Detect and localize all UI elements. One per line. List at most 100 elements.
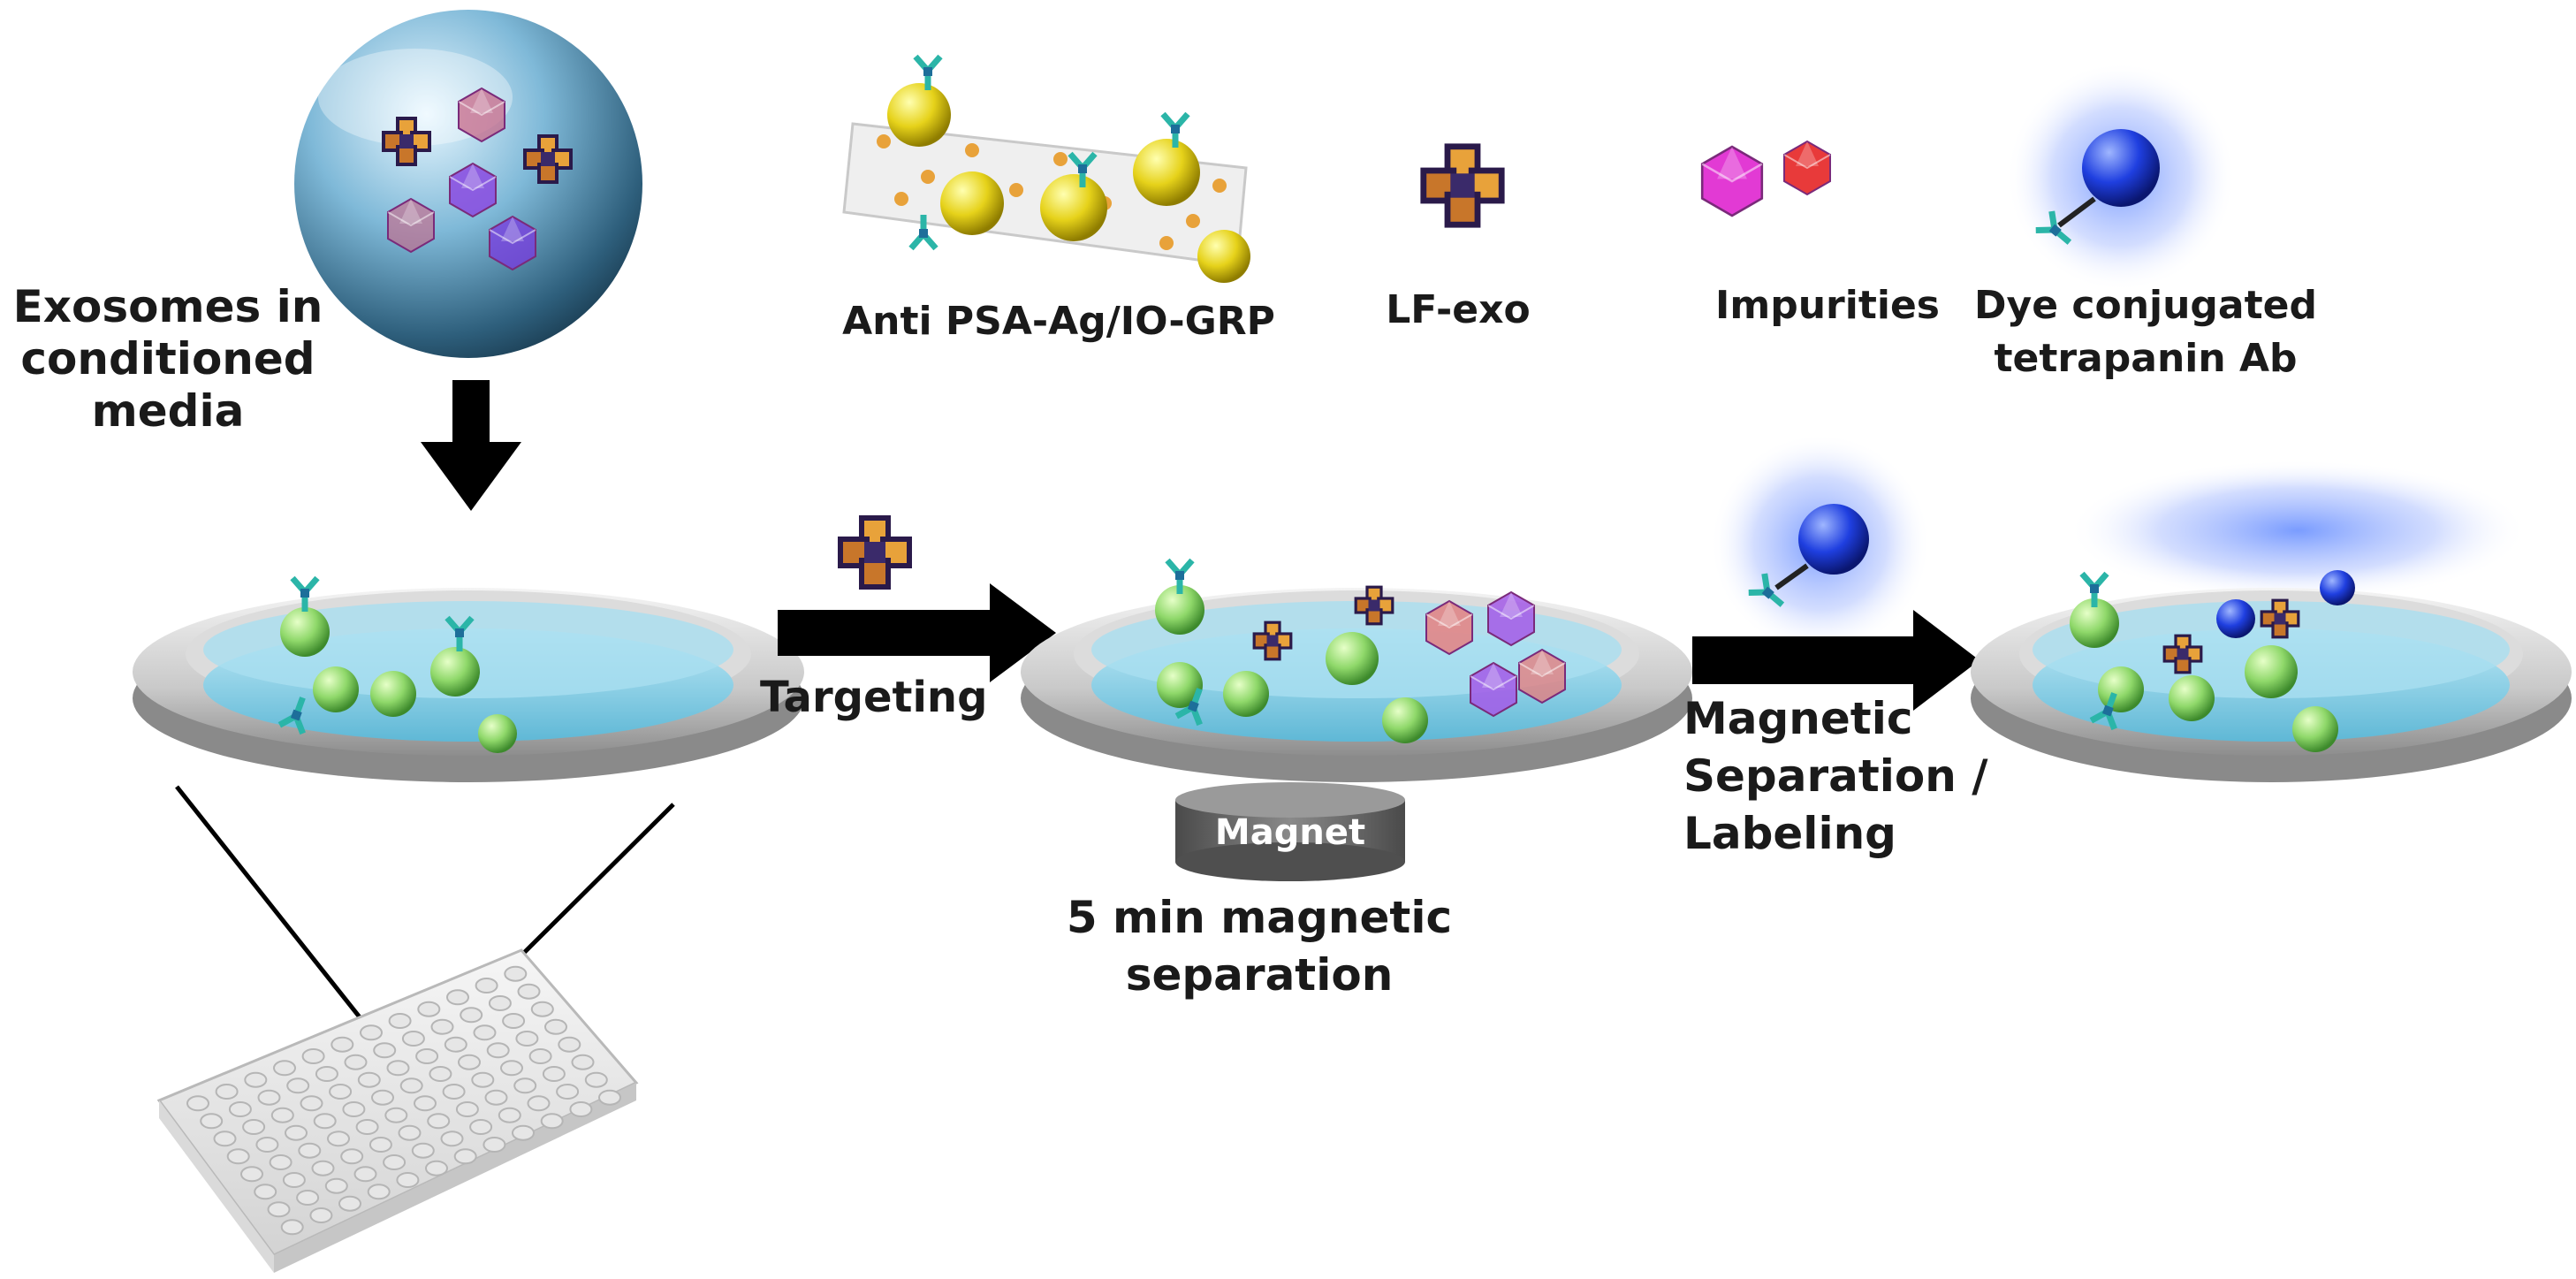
plate-well	[540, 1113, 564, 1130]
plate-well	[542, 1066, 566, 1082]
plate-well	[415, 1048, 439, 1064]
plate-well	[442, 1084, 466, 1100]
plate-well	[285, 1124, 308, 1141]
legend-dye-label-1: Dye conjugated	[1974, 283, 2317, 328]
plate-well	[440, 1131, 464, 1147]
dye-antibody-icon	[2006, 62, 2236, 292]
magnetic-separation-arrow-icon	[1692, 610, 1979, 711]
plate-well	[383, 1154, 407, 1170]
plate-well	[504, 965, 528, 982]
plate-well	[527, 1095, 551, 1112]
plate-well	[255, 1137, 279, 1153]
plate-well	[242, 1119, 266, 1135]
plate-well	[213, 1131, 237, 1147]
plate-well	[458, 1054, 481, 1070]
plate-well	[360, 1024, 383, 1041]
plate-well	[483, 1137, 506, 1153]
plate-well	[331, 1036, 354, 1053]
plate-well	[311, 1160, 335, 1176]
exosomes-label: Exosomes in conditioned media	[9, 281, 327, 438]
lf-exo-targeting-icon	[840, 518, 909, 587]
plate-well	[598, 1089, 621, 1106]
exosomes-label-line-2: conditioned	[20, 333, 315, 384]
plate-well	[357, 1071, 381, 1088]
plate-well	[267, 1201, 291, 1218]
plate-well	[569, 1101, 593, 1117]
plate-well	[340, 1148, 364, 1165]
plate-well	[401, 1031, 425, 1047]
plate-well	[384, 1107, 408, 1123]
plate-well	[444, 1036, 467, 1053]
plate-well	[528, 1048, 552, 1064]
exosome-sphere	[294, 10, 642, 358]
plate-well	[430, 1018, 454, 1035]
plate-well	[282, 1172, 306, 1188]
plate-well	[327, 1131, 350, 1147]
plate-well	[286, 1077, 310, 1094]
exosomes-label-line-3: media	[91, 385, 245, 437]
plate-well	[186, 1095, 209, 1112]
plate-well	[244, 1071, 268, 1088]
petri-dish-2	[1021, 560, 1692, 782]
plate-well	[270, 1107, 294, 1123]
plate-well	[417, 1001, 441, 1017]
petri-dish-3	[1971, 460, 2572, 782]
plate-well	[367, 1184, 391, 1200]
plate-well	[530, 1001, 554, 1017]
petri-dish-1	[133, 578, 804, 782]
plate-well	[355, 1119, 379, 1135]
plate-well	[371, 1089, 394, 1106]
magsep-label-2: Separation /	[1683, 750, 1988, 802]
plate-well	[388, 1013, 412, 1029]
plate-well	[313, 1113, 337, 1130]
plate-well	[324, 1177, 348, 1194]
plate-well	[315, 1066, 338, 1082]
plate-well	[446, 989, 469, 1006]
plate-well	[226, 1148, 250, 1165]
plate-well	[502, 1013, 526, 1029]
legend-impurities-label: Impurities	[1715, 283, 1940, 328]
exosomes-label-line-1: Exosomes in	[12, 281, 323, 332]
plate-well	[411, 1142, 435, 1159]
legend-lfexo-label: LF-exo	[1386, 287, 1530, 332]
legend-grp-label: Anti PSA-Ag/IO-GRP	[842, 299, 1275, 344]
plate-well	[429, 1066, 452, 1082]
plate-well	[558, 1036, 581, 1053]
plate-well	[338, 1195, 361, 1212]
plate-well	[301, 1048, 325, 1064]
separation-time-label-2: separation	[1126, 949, 1394, 1001]
plate-well	[515, 1031, 539, 1047]
grp-nanocomposite-icon	[842, 57, 1250, 283]
plate-well	[329, 1084, 353, 1100]
plate-well	[469, 1119, 493, 1135]
plate-well	[484, 1089, 508, 1106]
plate-well	[425, 1160, 448, 1176]
plate-well	[475, 978, 498, 994]
plate-well	[240, 1166, 263, 1183]
plate-well	[280, 1219, 304, 1236]
plate-well	[353, 1166, 377, 1183]
plate-well	[399, 1077, 423, 1094]
magsep-label-1: Magnetic	[1683, 693, 1912, 744]
plate-well	[414, 1095, 437, 1112]
labeling-dye-icon	[1710, 433, 1931, 654]
magsep-label-3: Labeling	[1683, 808, 1896, 859]
lf-exo-icon	[1424, 147, 1501, 225]
magnet-label: Magnet	[1215, 812, 1365, 853]
plate-well	[300, 1095, 323, 1112]
plate-well	[471, 1071, 495, 1088]
plate-well	[386, 1060, 410, 1077]
plate-well	[486, 1042, 510, 1059]
plate-well	[273, 1060, 296, 1077]
impurities-icon	[1700, 141, 1831, 217]
plate-well	[427, 1113, 451, 1130]
plate-well	[298, 1142, 322, 1159]
plate-well	[344, 1054, 368, 1070]
plate-well	[453, 1148, 477, 1165]
plate-well	[373, 1042, 397, 1059]
plate-well	[396, 1172, 420, 1188]
plate-well	[556, 1084, 580, 1100]
targeting-label: Targeting	[760, 673, 987, 722]
plate-well	[398, 1124, 422, 1141]
